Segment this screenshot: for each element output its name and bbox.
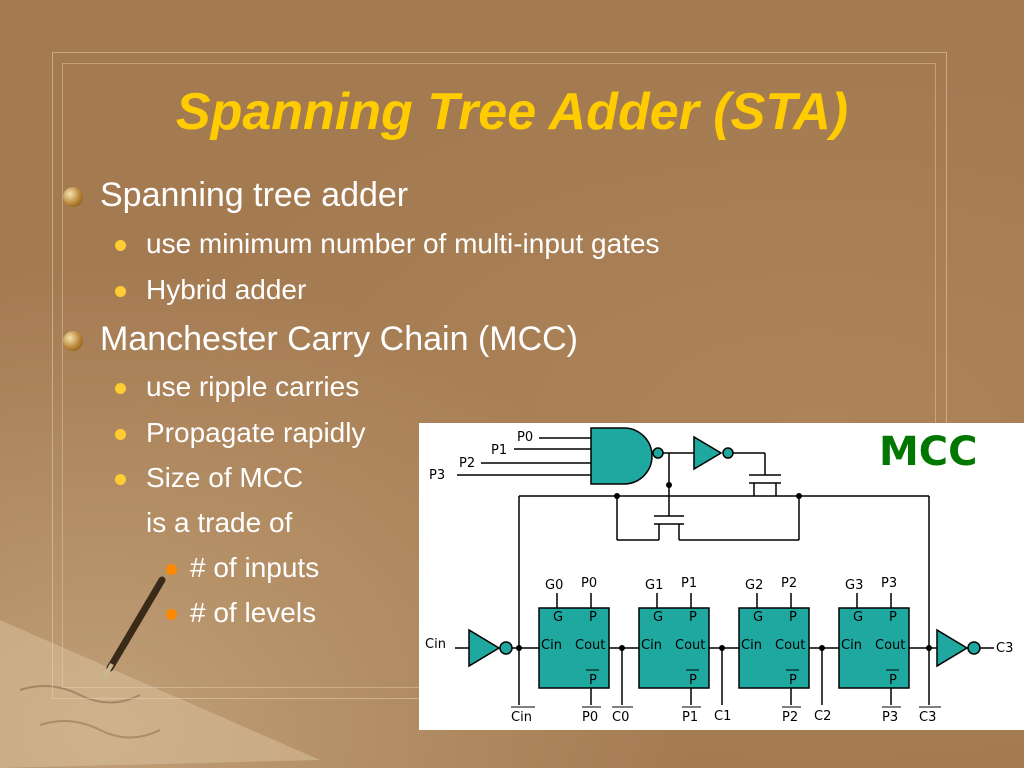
pen-illustration [0,576,320,768]
inverter-gate [693,435,723,471]
svg-text:P2: P2 [781,576,797,591]
svg-text:G: G [653,610,663,625]
carry-block-0: G P Cin Cout P G0 P0 P0 Cin [511,576,610,725]
svg-text:C3: C3 [919,710,936,725]
svg-text:P0: P0 [581,576,597,591]
svg-text:Cout: Cout [575,638,605,653]
bullet-marker [63,331,83,351]
carry-block-2: G P Cin Cout P G2 P2 P2 [738,576,810,725]
svg-text:P: P [589,610,597,625]
svg-text:G1: G1 [645,578,663,593]
bullet-marker [115,383,126,394]
svg-text:G: G [753,610,763,625]
and-input-p2: P2 [459,456,475,471]
cin-input: Cin [425,637,446,652]
svg-text:G0: G0 [545,578,563,593]
bullet-mcc-size: Size of MCC [146,462,304,493]
bullet-mcc-ripple: use ripple carries [146,371,360,402]
svg-text:C1: C1 [714,709,731,724]
svg-text:P: P [589,673,597,688]
bullet-marker [166,564,177,575]
svg-text:G: G [553,610,563,625]
svg-text:Cout: Cout [675,638,705,653]
and-input-p1: P1 [491,443,507,458]
svg-text:P: P [689,673,697,688]
svg-text:Cin: Cin [541,638,562,653]
svg-text:P: P [689,610,697,625]
bullet-mcc-levels: # of levels [190,597,317,628]
svg-text:P2: P2 [782,710,798,725]
mcc-label: MCC [879,429,978,475]
svg-text:P: P [889,673,897,688]
bullet-mcc-size-cont: is a trade of [146,507,293,538]
slide-title: Spanning Tree Adder (STA) [175,83,849,141]
svg-text:Cin: Cin [511,710,532,725]
bullet-marker [115,429,126,440]
bullet-marker [115,474,126,485]
bullet-sta-min-gates: use minimum number of multi-input gates [146,228,660,259]
bullet-marker [115,240,126,251]
svg-text:P1: P1 [681,576,697,591]
svg-text:P: P [889,610,897,625]
bullet-marker [166,609,177,620]
bullet-marker [63,187,83,207]
cin-inverter [468,628,501,668]
svg-text:P: P [789,673,797,688]
bullet-mcc: Manchester Carry Chain (MCC) [100,320,578,358]
svg-text:G3: G3 [845,578,863,593]
svg-text:Cout: Cout [775,638,805,653]
svg-text:P: P [789,610,797,625]
bullet-marker [115,286,126,297]
carry-block-3: G P Cin Cout P G3 P3 P3 [838,576,910,725]
cout-output: C3 [996,641,1013,656]
svg-text:C2: C2 [814,709,831,724]
carry-block-1: G P Cin Cout P G1 P1 P1 [638,576,710,725]
svg-text:G2: G2 [745,578,763,593]
bullet-mcc-propagate: Propagate rapidly [146,417,366,448]
mcc-diagram: MCC P0 P1 P2 P3 [419,423,1024,730]
and-input-p3: P3 [429,468,445,483]
svg-text:P1: P1 [682,710,698,725]
svg-text:C0: C0 [612,710,629,725]
and-gate [590,427,653,485]
bullet-mcc-inputs: # of inputs [190,552,320,583]
svg-text:G: G [853,610,863,625]
svg-text:Cout: Cout [875,638,905,653]
bullet-sta-hybrid: Hybrid adder [146,274,307,305]
svg-text:P3: P3 [882,710,898,725]
svg-text:P0: P0 [582,710,598,725]
svg-text:Cin: Cin [841,638,862,653]
inverter-bubble [652,447,664,459]
svg-text:Cin: Cin [741,638,762,653]
bullet-sta: Spanning tree adder [100,176,409,214]
svg-text:Cin: Cin [641,638,662,653]
cout-inverter [936,628,969,668]
and-input-p0: P0 [517,430,533,445]
svg-text:P3: P3 [881,576,897,591]
